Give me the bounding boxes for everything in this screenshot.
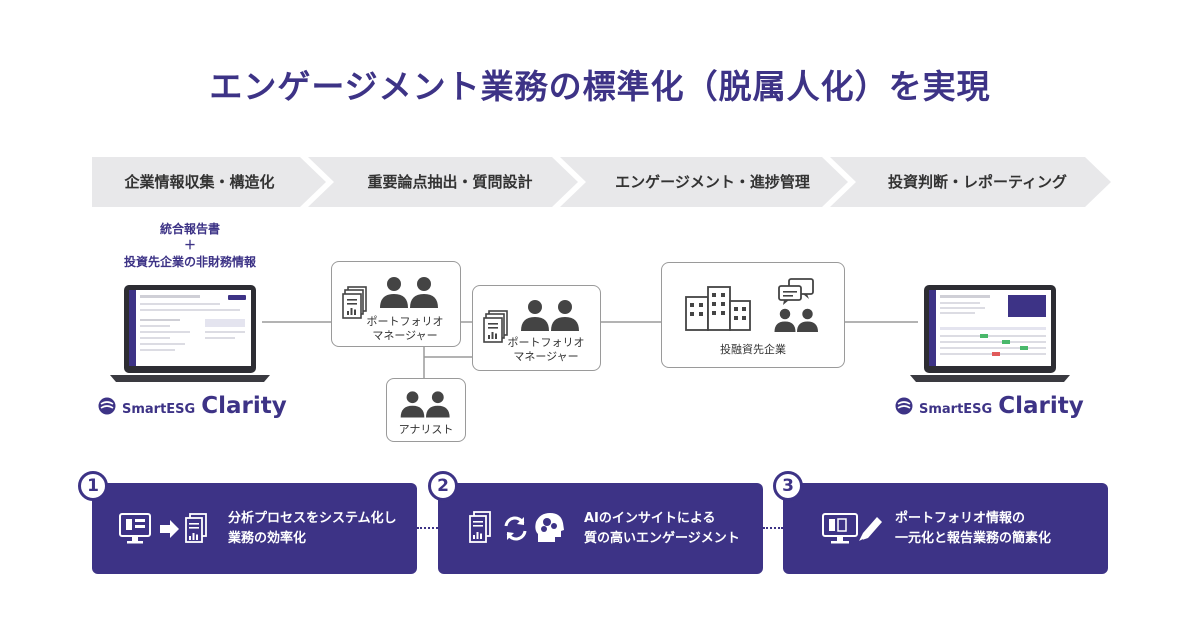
node-label: ポートフォリオ マネージャー xyxy=(507,336,585,363)
buildings-icon xyxy=(685,286,751,331)
node-label: ポートフォリオ マネージャー xyxy=(366,315,444,342)
step-label-2: 重要論点抽出・質問設計 xyxy=(367,173,533,191)
document-chart-icon xyxy=(342,286,367,319)
brand-logo-left: SmartESG Clarity xyxy=(98,393,287,419)
page-title: エンゲージメント業務の標準化（脱属人化）を実現 xyxy=(209,67,991,106)
brand-logo-right: SmartESG Clarity xyxy=(895,393,1084,419)
people-icon xyxy=(521,300,579,331)
step-chevron-3 xyxy=(560,157,848,207)
node-label: アナリスト xyxy=(398,423,454,436)
people-icon xyxy=(380,277,438,308)
people-icon xyxy=(774,308,818,332)
card-text: 分析プロセスをシステム化し 業務の効率化 xyxy=(228,511,397,546)
step-chevron-2 xyxy=(308,157,578,207)
monitor-document-icon xyxy=(119,513,207,544)
step-number-1: 1 xyxy=(78,471,108,501)
brand-name-small: SmartESG xyxy=(919,402,993,417)
node-investee-company: 投融資先企業 xyxy=(661,262,845,368)
source-line-2: 投資先企業の非財務情報 xyxy=(123,255,256,269)
brand-name-small: SmartESG xyxy=(122,402,196,417)
card-connector-1 xyxy=(417,527,438,529)
laptop-left-icon xyxy=(110,285,270,382)
card-text: ポートフォリオ情報の 一元化と報告業務の簡素化 xyxy=(895,511,1052,546)
smartesg-logo-icon xyxy=(895,397,913,415)
step-label-4: 投資判断・レポーティング xyxy=(887,173,1068,191)
document-ai-icon xyxy=(469,511,564,543)
people-icon xyxy=(400,391,450,418)
benefit-card-2: AIのインサイトによる 質の高いエンゲージメント xyxy=(438,483,763,574)
smartesg-logo-icon xyxy=(98,397,116,415)
benefit-card-1: 分析プロセスをシステム化し 業務の効率化 xyxy=(92,483,417,574)
card-text: AIのインサイトによる 質の高いエンゲージメント xyxy=(584,511,740,546)
brand-name-big: Clarity xyxy=(201,393,287,419)
step-number-2: 2 xyxy=(428,471,458,501)
source-plus: ＋ xyxy=(183,238,196,252)
brand-name-big: Clarity xyxy=(998,393,1084,419)
step-number-3: 3 xyxy=(773,471,803,501)
benefit-card-3: ポートフォリオ情報の 一元化と報告業務の簡素化 xyxy=(783,483,1108,574)
step-chevron-1 xyxy=(92,157,326,207)
document-chart-icon xyxy=(483,310,508,343)
node-analyst: アナリスト xyxy=(386,378,466,442)
step-label-3: エンゲージメント・進捗管理 xyxy=(615,173,810,191)
chat-bubbles-icon xyxy=(778,278,814,305)
card-connector-2 xyxy=(763,527,783,529)
monitor-pen-icon xyxy=(822,513,882,544)
node-label: 投融資先企業 xyxy=(720,343,786,356)
step-label-1: 企業情報収集・構造化 xyxy=(124,173,275,191)
node-portfolio-manager-2: ポートフォリオ マネージャー xyxy=(472,285,601,371)
node-portfolio-manager-1: ポートフォリオ マネージャー xyxy=(331,261,461,347)
step-chevron-4 xyxy=(830,157,1111,207)
laptop-right-icon xyxy=(910,285,1070,382)
source-line-1: 統合報告書 xyxy=(159,222,220,236)
